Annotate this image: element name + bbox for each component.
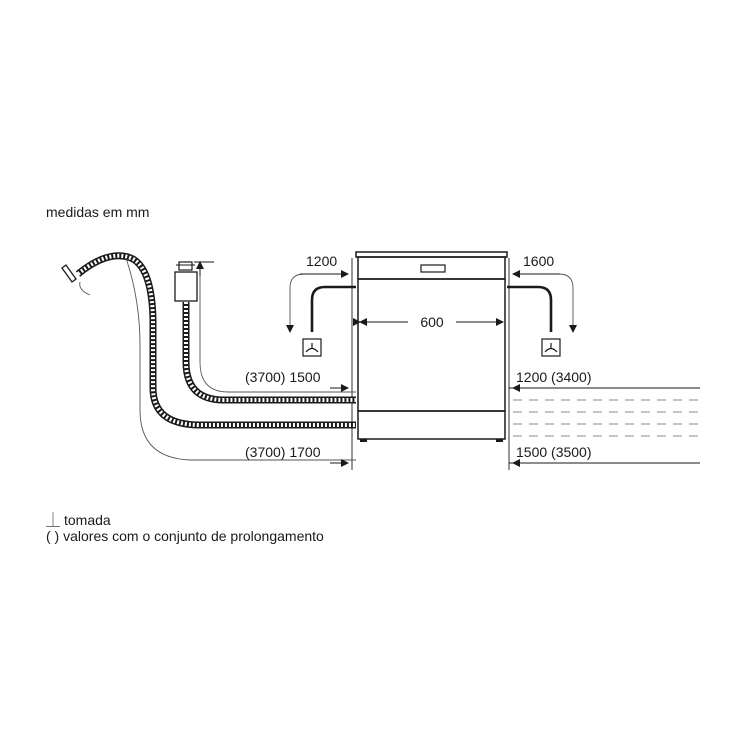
dishwasher-plinth xyxy=(357,410,506,440)
right-dimensions: 1200 (3400) 1500 (3500) xyxy=(509,369,700,467)
left-inlet-length: (3700) 1500 xyxy=(245,369,321,385)
left-drain-length: (3700) 1700 xyxy=(245,444,321,460)
dishwasher-handle xyxy=(420,264,446,273)
width-dimension: 600 xyxy=(353,314,504,330)
legend-socket: ⏊tomada xyxy=(46,510,111,530)
units-note: medidas em mm xyxy=(46,204,149,220)
drain-hook xyxy=(79,281,91,296)
power-cable-left: 1200 xyxy=(286,253,356,357)
inlet-hose xyxy=(174,261,356,404)
reference-lines xyxy=(351,258,510,470)
socket-right-icon xyxy=(544,343,558,353)
legend-extension-label: valores com o conjunto de prolongamento xyxy=(63,528,324,544)
left-dimensions: (3700) 1500 (3700) 1700 xyxy=(245,369,349,467)
right-cable-length: 1600 xyxy=(523,253,554,269)
socket-icon: ⏊ xyxy=(46,512,60,528)
paren-symbol: ( ) xyxy=(46,528,60,544)
dishwasher-door xyxy=(357,278,506,412)
right-drain-length: 1500 (3500) xyxy=(516,444,592,460)
left-cable-length: 1200 xyxy=(306,253,337,269)
aquastop-valve xyxy=(174,271,198,302)
tap-connector xyxy=(178,261,193,271)
dishwasher-control-panel xyxy=(357,256,506,280)
socket-left xyxy=(302,338,322,357)
socket-right xyxy=(541,338,561,357)
drain-hose-end xyxy=(61,264,77,283)
legend-extension: ( ) valores com o conjunto de prolongame… xyxy=(46,528,324,544)
right-inlet-length: 1200 (3400) xyxy=(516,369,592,385)
legend-socket-label: tomada xyxy=(64,512,111,528)
drain-hose xyxy=(61,252,356,461)
dishwasher-foot-right xyxy=(496,439,503,442)
socket-left-icon xyxy=(305,343,319,353)
width-label: 600 xyxy=(420,314,444,330)
dishwasher-foot-left xyxy=(360,439,367,442)
power-cable-right: 1600 xyxy=(507,253,577,357)
dishwasher xyxy=(355,251,508,442)
